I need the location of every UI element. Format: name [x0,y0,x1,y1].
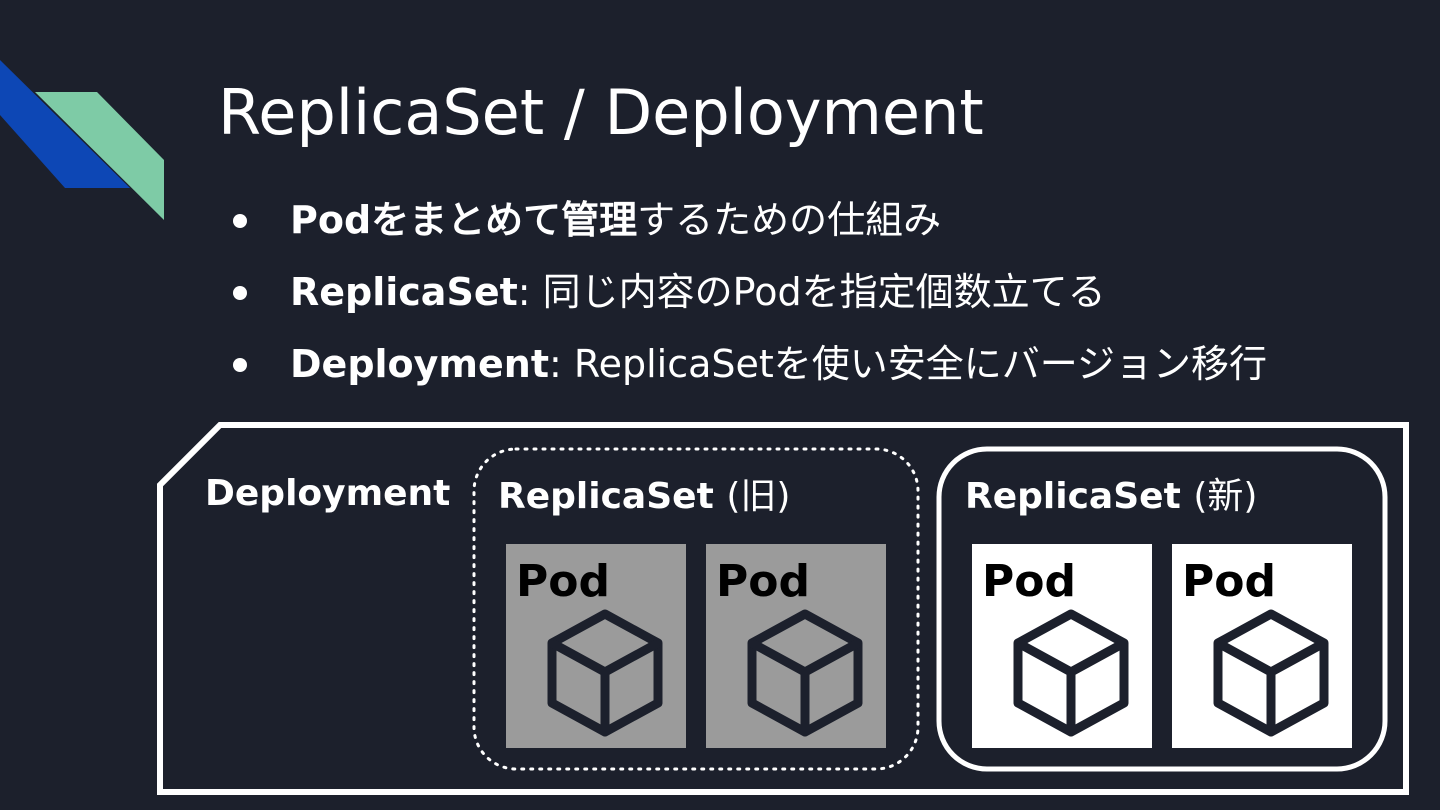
bullet-text: : ReplicaSetを使い安全にバージョン移行 [549,342,1268,386]
pod-label: Pod [1182,556,1276,607]
old-replicaset-label: ReplicaSet (旧) [498,477,790,517]
bullet-item: Deployment: ReplicaSetを使い安全にバージョン移行 [230,334,1267,406]
cube-icon [1213,609,1329,737]
new-replicaset-box [936,446,1388,772]
cube-icon [1013,609,1129,737]
deployment-label: Deployment [205,473,451,514]
bullet-dot [233,358,247,372]
bullet-bold-text: Podをまとめて管理 [290,198,638,242]
pod-label: Pod [516,556,610,607]
cube-icon [747,609,863,737]
green-stripe [35,92,164,220]
replicaset-name: ReplicaSet [498,476,714,517]
old-replicaset-box [472,447,920,771]
deployment-box [157,422,1409,795]
new-replicaset-label: ReplicaSet (新) [965,477,1257,517]
cube-icon [547,609,663,737]
pod-label: Pod [716,556,810,607]
slide-title: ReplicaSet / Deployment [218,76,984,149]
bullet-bold-text: ReplicaSet [290,270,518,314]
blue-stripe [0,60,130,188]
pod-card: Pod [706,544,886,748]
bullet-dot [233,214,247,228]
replicaset-name: ReplicaSet [965,476,1181,517]
pod-label: Pod [982,556,1076,607]
pod-card: Pod [506,544,686,748]
pod-card: Pod [1172,544,1352,748]
bullet-text: : 同じ内容のPodを指定個数立てる [517,270,1106,314]
bullet-bold-text: Deployment [290,342,550,386]
bullet-list: Podをまとめて管理するための仕組み ReplicaSet: 同じ内容のPodを… [230,190,1267,406]
replicaset-note: (新) [1193,476,1258,517]
bullet-item: Podをまとめて管理するための仕組み [230,190,1267,262]
corner-decoration [0,60,164,220]
replicaset-note: (旧) [726,476,791,517]
pod-card: Pod [972,544,1152,748]
bullet-dot [233,286,247,300]
bullet-item: ReplicaSet: 同じ内容のPodを指定個数立てる [230,262,1267,334]
bullet-text: するための仕組み [637,198,942,242]
